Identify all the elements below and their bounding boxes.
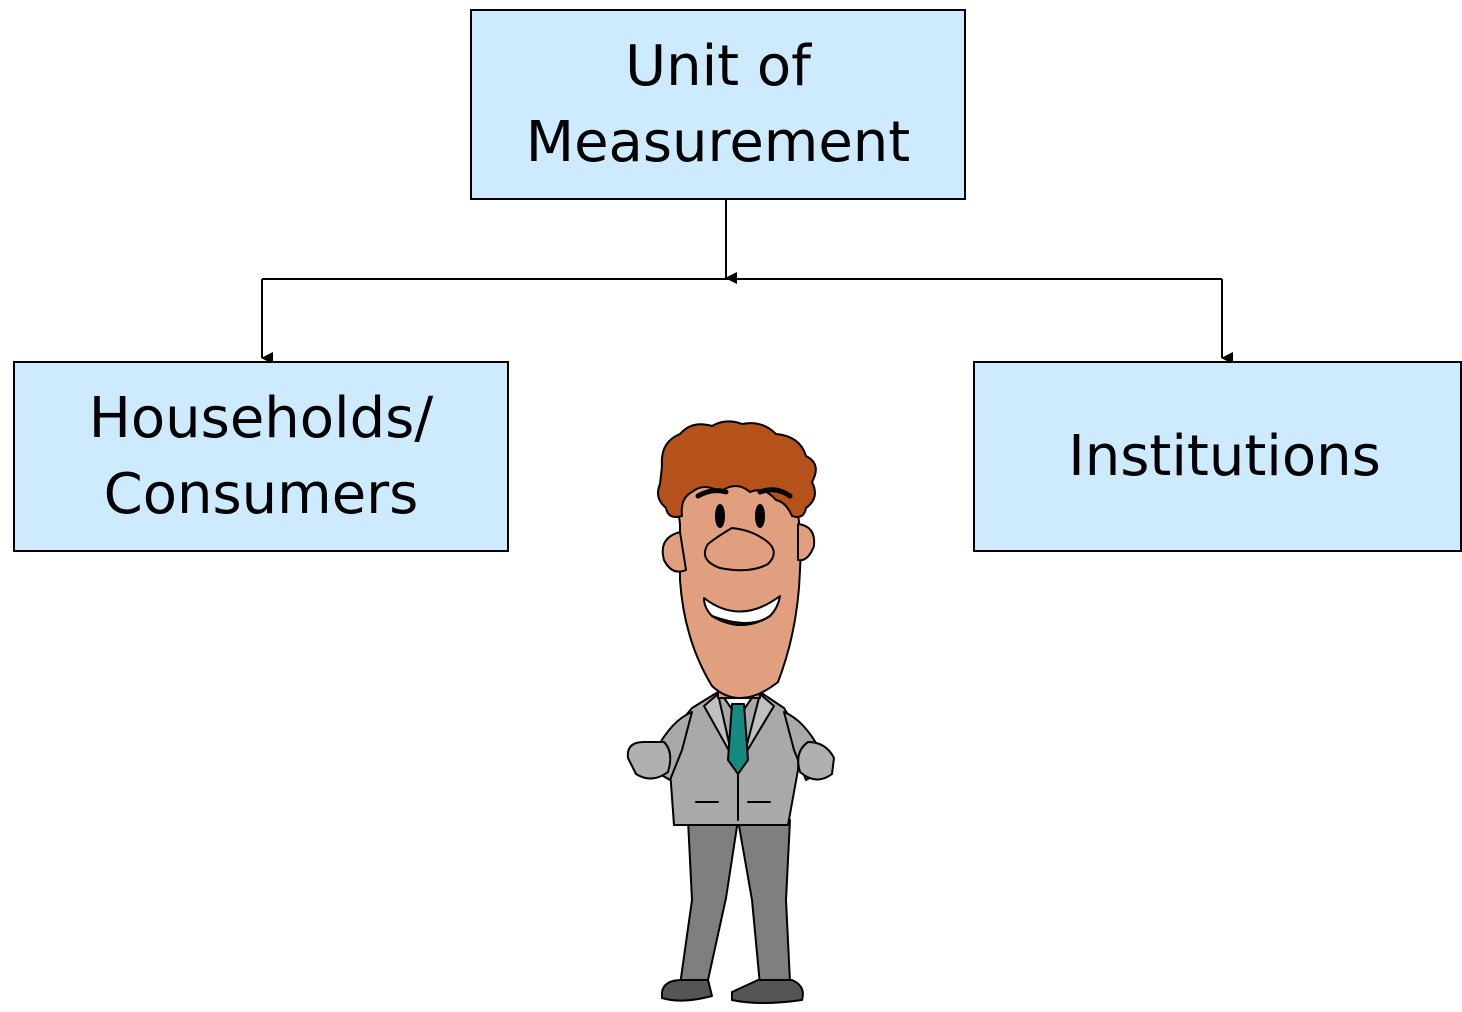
unit-of-measurement-box: Unit of Measurement (470, 9, 966, 200)
institutions-box: Institutions (973, 361, 1462, 552)
households-consumers-label: Households/ Consumers (88, 385, 434, 527)
cartoon-man-icon (626, 420, 835, 1004)
unit-of-measurement-label: Unit of Measurement (525, 33, 911, 175)
institutions-label: Institutions (1068, 423, 1381, 489)
households-consumers-box: Households/ Consumers (13, 361, 509, 552)
